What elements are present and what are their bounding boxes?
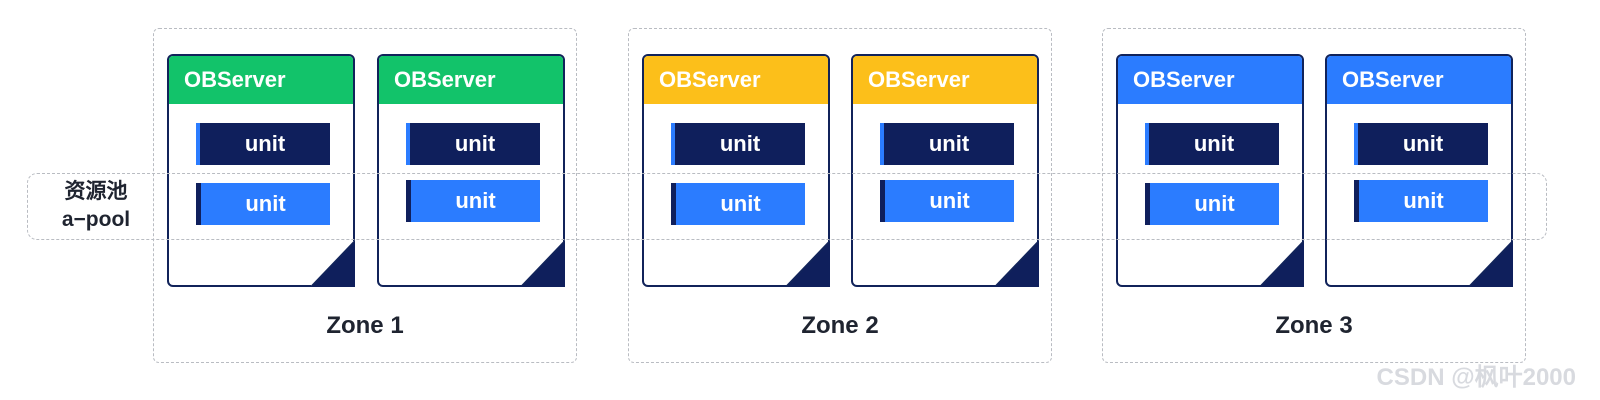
watermark: CSDN @枫叶2000 (1376, 364, 1576, 391)
unit-block: unit (196, 183, 330, 225)
unit-block: unit (196, 123, 330, 165)
unit-block: unit (1145, 183, 1279, 225)
observer-title: OBServer (1327, 56, 1511, 104)
folded-corner-icon (995, 241, 1039, 287)
zone-3: Zone 3 (1102, 28, 1526, 363)
observer-title: OBServer (853, 56, 1037, 104)
resource-pool-id: a−pool (61, 208, 131, 231)
unit-block: unit (406, 123, 540, 165)
folded-corner-icon (786, 241, 830, 287)
unit-block: unit (671, 123, 805, 165)
observer-card: OBServer unit unit (642, 54, 830, 287)
observer-title: OBServer (169, 56, 353, 104)
unit-block: unit (1354, 123, 1488, 165)
folded-corner-icon (521, 241, 565, 287)
unit-block: unit (1145, 123, 1279, 165)
observer-title: OBServer (1118, 56, 1302, 104)
unit-block: unit (671, 183, 805, 225)
observer-card: OBServer unit unit (1116, 54, 1304, 287)
unit-block: unit (880, 123, 1014, 165)
observer-card: OBServer unit unit (851, 54, 1039, 287)
observer-card: OBServer unit unit (377, 54, 565, 287)
zone-label: Zone 1 (326, 312, 404, 339)
unit-block: unit (406, 180, 540, 222)
unit-block: unit (1354, 180, 1488, 222)
folded-corner-icon (1260, 241, 1304, 287)
zone-label: Zone 3 (1275, 312, 1353, 339)
resource-pool-name: 资源池 (64, 180, 128, 203)
folded-corner-icon (1469, 241, 1513, 287)
observer-title: OBServer (644, 56, 828, 104)
observer-card: OBServer unit unit (1325, 54, 1513, 287)
zone-2: Zone 2 (628, 28, 1052, 363)
zone-label: Zone 2 (801, 312, 879, 339)
unit-block: unit (880, 180, 1014, 222)
observer-card: OBServer unit unit (167, 54, 355, 287)
zone-1: Zone 1 (153, 28, 577, 363)
resource-pool-label: 资源池 a−pool (48, 178, 144, 234)
observer-title: OBServer (379, 56, 563, 104)
folded-corner-icon (311, 241, 355, 287)
